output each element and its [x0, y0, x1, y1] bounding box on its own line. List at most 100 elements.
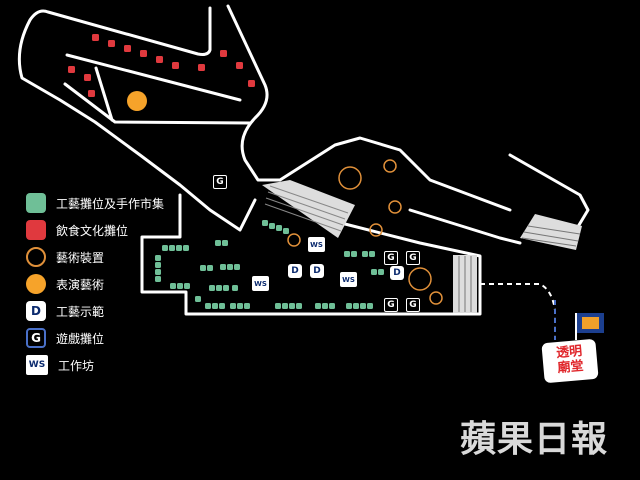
watermark: 蘋果日報 [460, 419, 609, 460]
craft-booth [378, 269, 384, 275]
art-installation [383, 159, 397, 173]
craft-booth [289, 303, 295, 309]
craft-booth [223, 285, 229, 291]
craft-booth [329, 303, 335, 309]
craft-booth [315, 303, 321, 309]
craft-booths [155, 220, 384, 309]
food-booth [84, 74, 91, 81]
craft-booth [209, 285, 215, 291]
craft-booth [353, 303, 359, 309]
west-stairs [262, 180, 355, 238]
demo-station-marker: D [288, 264, 302, 278]
food-booth [248, 80, 255, 87]
game-station-marker: G [213, 175, 227, 189]
food-booth [236, 62, 243, 69]
craft-booth [362, 251, 368, 257]
food-booth [220, 50, 227, 57]
east-path [408, 153, 590, 245]
craft-booth [232, 285, 238, 291]
legend-item-game: G 遊戲攤位 [26, 327, 104, 349]
workshop-station-marker: WS [252, 276, 269, 291]
craft-booth [344, 251, 350, 257]
craft-booth [262, 220, 268, 226]
craft-booth [205, 303, 211, 309]
craft-booth [230, 303, 236, 309]
game-station-marker: G [406, 298, 420, 312]
demo-station-marker: D [390, 266, 404, 280]
craft-booth [367, 303, 373, 309]
performance-stage [127, 91, 147, 111]
d-badge-icon: D [26, 301, 46, 321]
workshop-station-marker: WS [340, 272, 357, 287]
legend-label: 工藝攤位及手作市集 [56, 196, 165, 211]
legend-label: 工藝示範 [56, 304, 105, 319]
craft-booth [169, 245, 175, 251]
craft-booth [195, 296, 201, 302]
legend-item-craft: 工藝攤位及手作市集 [26, 192, 164, 214]
food-booth [124, 45, 131, 52]
legend-label: 遊戲攤位 [56, 331, 105, 346]
legend-item-workshop: WS 工作坊 [26, 354, 94, 376]
food-booth [172, 62, 179, 69]
ws-badge-icon: WS [26, 355, 48, 375]
game-station-marker: G [384, 251, 398, 265]
food-booth [68, 66, 75, 73]
craft-booth [220, 264, 226, 270]
art-installation [369, 223, 383, 237]
craft-booth [322, 303, 328, 309]
food-booth [88, 90, 95, 97]
food-booth [140, 50, 147, 57]
food-booths [68, 34, 255, 97]
craft-booth [269, 223, 275, 229]
craft-booth [346, 303, 352, 309]
food-booth [198, 64, 205, 71]
craft-booth [244, 303, 250, 309]
g-badge-icon: G [26, 328, 46, 348]
craft-booth [371, 269, 377, 275]
art-installation [429, 291, 443, 305]
upper-right-path [226, 4, 512, 212]
art-installations [287, 159, 443, 305]
temple-label: 透明 廟堂 [541, 338, 599, 384]
red-square-icon [26, 220, 46, 240]
craft-booth [216, 285, 222, 291]
legend-item-food: 飲食文化攤位 [26, 219, 128, 241]
craft-booth [369, 251, 375, 257]
craft-booth [360, 303, 366, 309]
food-booth [92, 34, 99, 41]
workshop-station-marker: WS [308, 237, 325, 252]
craft-booth [184, 283, 190, 289]
craft-booth [207, 265, 213, 271]
craft-booth [155, 255, 161, 261]
craft-booth [170, 283, 176, 289]
craft-booth [283, 228, 289, 234]
craft-booth [222, 240, 228, 246]
south-stairs [453, 255, 477, 313]
craft-booth [275, 303, 281, 309]
craft-booth [282, 303, 288, 309]
legend-item-art: 藝術裝置 [26, 246, 104, 268]
pathways [17, 4, 590, 316]
craft-booth [155, 269, 161, 275]
game-station-marker: G [384, 298, 398, 312]
temple-label-line2: 廟堂 [556, 358, 585, 377]
upper-loop-path [17, 6, 257, 232]
temple-icon [575, 313, 604, 340]
art-installation [287, 233, 301, 247]
craft-booth [351, 251, 357, 257]
craft-booth [177, 283, 183, 289]
craft-booth [162, 245, 168, 251]
legend-label: 工作坊 [58, 358, 95, 373]
craft-booth [212, 303, 218, 309]
demo-station-marker: D [310, 264, 324, 278]
food-booth [156, 56, 163, 63]
orange-ring-icon [26, 247, 46, 267]
art-installation [408, 267, 432, 291]
craft-booth [276, 225, 282, 231]
craft-booth [237, 303, 243, 309]
game-station-marker: G [406, 251, 420, 265]
route-to-temple [480, 283, 556, 338]
east-stairs [520, 214, 582, 250]
